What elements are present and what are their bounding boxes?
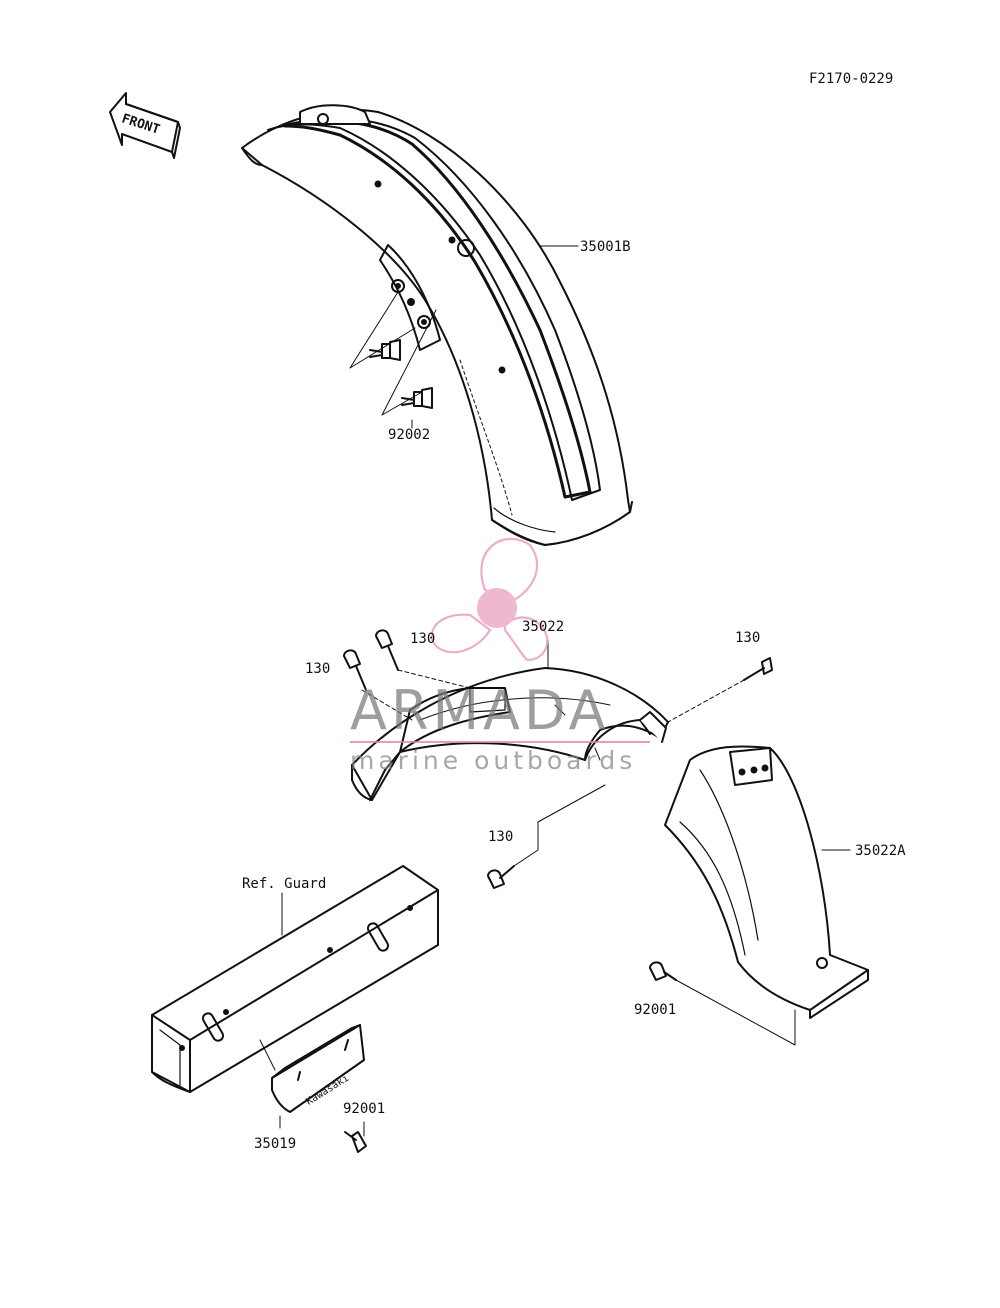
callout-130-a: 130	[305, 661, 331, 677]
callout-130-d: 130	[488, 829, 514, 845]
front-arrow-icon: FRONT	[109, 92, 181, 159]
callout-35001B: 35001B	[580, 239, 631, 255]
callout-92002: 92002	[388, 427, 431, 443]
callout-35022: 35022	[522, 619, 565, 635]
rear-fender-rear-part	[664, 745, 869, 1019]
bolt-130-b	[375, 629, 399, 671]
diagram-code: F2170-0229	[809, 71, 894, 87]
watermark-subtitle: marine outboards	[350, 746, 637, 775]
watermark-propeller-icon	[430, 537, 549, 662]
guard-rail-part	[151, 865, 439, 1093]
rear-fender-front-part	[351, 667, 669, 801]
bracket-bolt	[344, 1121, 367, 1153]
callout-92001-bracket: 92001	[343, 1101, 386, 1117]
callout-35019: 35019	[254, 1136, 297, 1152]
watermark-rule	[350, 741, 650, 743]
front-fender-part	[241, 104, 633, 546]
watermark-title: ARMADA	[350, 679, 610, 742]
callout-130-c: 130	[735, 630, 761, 646]
bolt-130-d	[487, 865, 515, 889]
front-fender-bolts	[349, 291, 437, 429]
callout-92001-rear: 92001	[634, 1002, 677, 1018]
bolt-130-c	[743, 657, 773, 681]
label-leader-lines	[539, 245, 851, 851]
callout-35022A: 35022A	[855, 843, 906, 859]
bolt-130-a	[343, 649, 367, 691]
rear-fender-bolt	[649, 961, 796, 1046]
callout-ref-guard: Ref. Guard	[242, 876, 327, 892]
callout-130-b: 130	[410, 631, 436, 647]
